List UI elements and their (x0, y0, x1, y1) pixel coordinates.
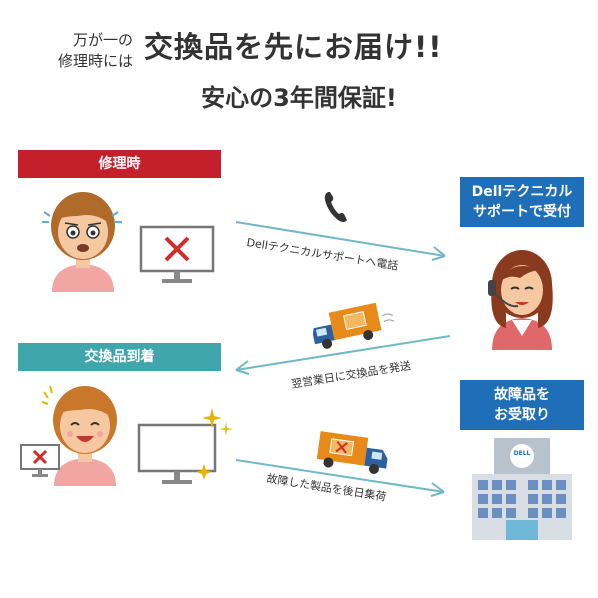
support-operator-icon (488, 250, 553, 350)
receive-broken-box: 故障品を お受取り (460, 380, 584, 430)
sparkle-icon (196, 408, 233, 480)
receive-broken-line2: お受取り (494, 407, 550, 423)
header-prefix-line2: 修理時には (57, 52, 133, 70)
tech-support-line2: サポートで受付 (473, 204, 571, 220)
headline: 交換品を先にお届け!! (144, 30, 443, 64)
header-prefix: 万が一の 修理時には (28, 30, 133, 72)
new-monitor-icon (137, 423, 217, 484)
dell-logo: DELL (513, 450, 531, 457)
tech-support-line1: Dellテクニカル (471, 184, 573, 200)
section-repair-label: 修理時 (18, 150, 221, 178)
broken-monitor-icon (139, 225, 215, 283)
section-arrival-label: 交換品到着 (18, 343, 221, 371)
small-broken-monitor-icon (20, 444, 60, 477)
truck-ship-icon (312, 302, 395, 349)
happy-woman-icon (41, 385, 117, 486)
subheadline: 安心の3年間保証! (201, 84, 397, 112)
worried-woman-icon (42, 192, 122, 292)
tech-support-box: Dellテクニカル サポートで受付 (460, 177, 584, 227)
receive-broken-line1: 故障品を (494, 387, 550, 403)
header-prefix-line1: 万が一の (72, 31, 133, 49)
dell-building-icon (472, 438, 572, 540)
phone-icon (324, 192, 347, 222)
truck-collect-icon (316, 431, 388, 474)
